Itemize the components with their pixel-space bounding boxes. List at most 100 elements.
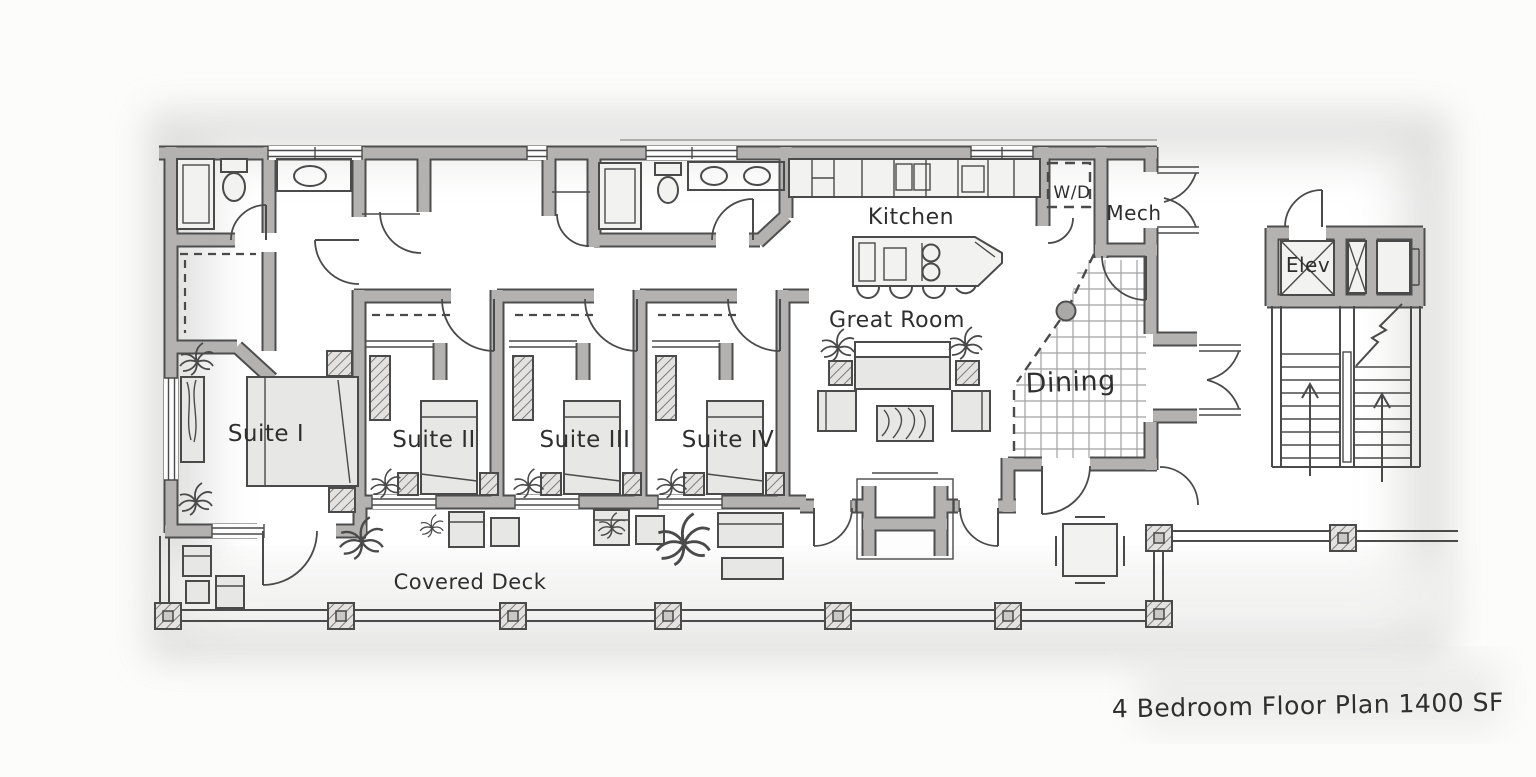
deck-post — [1145, 600, 1173, 628]
column — [1055, 300, 1077, 322]
deck-post — [824, 602, 852, 630]
armchair — [951, 390, 991, 432]
north-window — [645, 146, 738, 160]
entry-double-door — [1199, 344, 1241, 416]
nightstand — [683, 472, 705, 496]
suite1-furniture — [178, 342, 359, 516]
stairs-icon — [1271, 303, 1421, 482]
label-elevator: Elev — [1286, 253, 1330, 277]
double-sink-icon — [687, 161, 785, 191]
toilet-icon — [654, 162, 682, 204]
nightstand — [397, 472, 419, 496]
stair-break-line — [1355, 303, 1403, 367]
side-table — [955, 360, 980, 386]
label-suite2: Suite II — [392, 427, 476, 453]
deck-railing — [154, 524, 1458, 630]
great-room-furniture — [817, 326, 991, 442]
label-suite4: Suite IV — [682, 427, 775, 453]
label-dining: Dining — [1025, 365, 1116, 399]
deck-dining-table — [1055, 516, 1125, 584]
nightstand — [326, 350, 353, 377]
kitchen-island — [852, 236, 1003, 299]
bathroom-1 — [176, 158, 352, 230]
north-window — [526, 146, 548, 160]
deck-post — [499, 602, 527, 630]
bed — [563, 400, 621, 495]
washer-dryer-icon — [1046, 161, 1092, 209]
deck-lounge — [448, 511, 485, 548]
north-window — [970, 146, 1034, 160]
elevator-cab-icon — [1280, 240, 1335, 296]
suite3-south-window — [514, 495, 580, 509]
deck-table — [635, 515, 665, 545]
deck-post — [327, 602, 355, 630]
deck-chair — [182, 545, 212, 577]
stair-lobby-door — [1284, 189, 1323, 228]
label-suite1: Suite I — [228, 421, 304, 447]
walkway-post — [1145, 524, 1173, 552]
suite2-south-window — [371, 495, 437, 509]
suite2-furniture — [369, 355, 499, 499]
nightstand — [540, 472, 562, 496]
doors — [230, 166, 1323, 586]
closets — [180, 161, 1092, 348]
fireplace — [850, 472, 960, 560]
up-arrow-icon — [1373, 391, 1391, 482]
deck-furniture — [182, 509, 1125, 609]
bed — [706, 400, 764, 495]
toilet-icon — [220, 158, 248, 202]
bed — [246, 376, 359, 487]
windows — [164, 146, 1034, 538]
dresser — [180, 376, 205, 463]
nightstand — [765, 472, 785, 496]
sofa — [854, 356, 951, 390]
kitchen-fixtures — [788, 158, 1041, 299]
label-great-room: Great Room — [829, 308, 965, 333]
label-laundry: W/D — [1053, 183, 1090, 203]
elevator-lobby — [1376, 240, 1411, 294]
dining-floor-hatch — [1012, 253, 1146, 458]
bar-stool-icon — [856, 284, 977, 299]
west-window — [164, 377, 178, 481]
deck-post — [654, 602, 682, 630]
range-icon — [961, 165, 985, 193]
nightstand — [622, 472, 642, 496]
label-covered-deck: Covered Deck — [394, 570, 547, 594]
plan-caption: 4 Bedroom Floor Plan 1400 SF — [1112, 688, 1504, 724]
deck-bench — [721, 557, 784, 580]
wardrobe — [512, 355, 534, 421]
room-labels: Suite I Suite II Suite III Suite IV Kitc… — [228, 183, 1330, 594]
deck-lounge — [717, 512, 784, 548]
north-window — [267, 146, 363, 160]
label-kitchen: Kitchen — [868, 205, 954, 230]
bed — [420, 400, 478, 495]
wardrobe — [655, 355, 677, 421]
mech-double-door — [1157, 166, 1199, 234]
walkway-post — [1329, 524, 1357, 552]
nightstand — [328, 487, 356, 513]
coffee-table — [876, 405, 934, 442]
suite4-south-window — [657, 495, 723, 509]
armchair — [817, 390, 857, 432]
stair-tower — [1271, 240, 1421, 482]
suite1-south-window — [211, 524, 265, 538]
side-table — [828, 360, 853, 386]
bathroom-2 — [598, 161, 785, 230]
shaft-icon — [1347, 240, 1367, 294]
nightstand — [479, 472, 499, 496]
suite4-furniture — [655, 355, 785, 499]
up-arrow-icon — [1301, 381, 1319, 476]
deck-chair — [215, 575, 245, 609]
label-suite3: Suite III — [540, 427, 631, 453]
deck-post — [154, 602, 182, 630]
deck-post — [994, 602, 1022, 630]
kitchen-sink-icon — [895, 163, 913, 191]
sink-icon — [276, 158, 352, 192]
shower-icon — [598, 162, 642, 230]
wardrobe — [369, 355, 391, 421]
deck-table — [490, 517, 520, 547]
deck-table — [185, 580, 210, 604]
paper-shadow — [148, 112, 1500, 730]
